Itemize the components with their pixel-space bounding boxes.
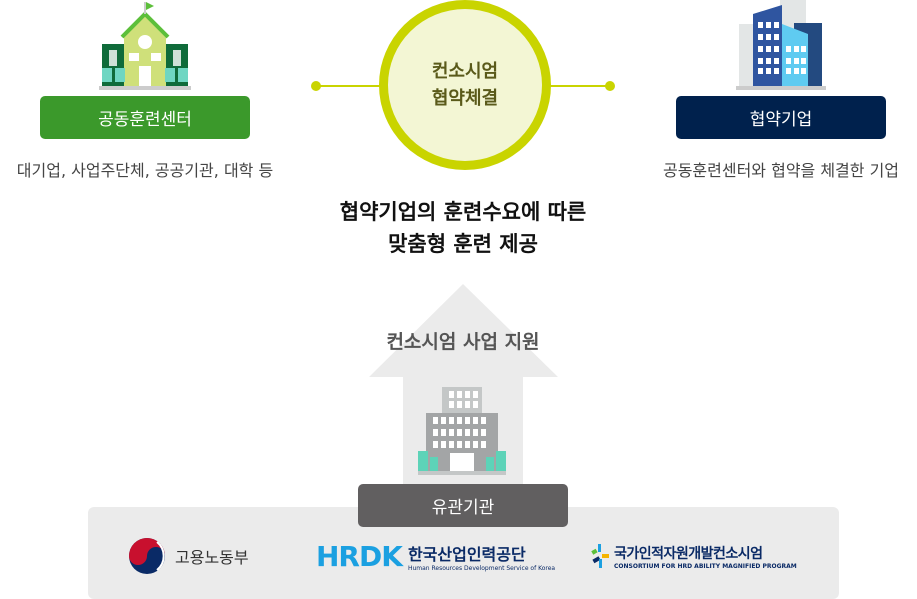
partner-company-icon bbox=[736, 0, 826, 90]
partner-company-description: 공동훈련센터와 협약을 체결한 기업 bbox=[662, 161, 900, 180]
champ-name: 국가인적자원개발컨소시엄 bbox=[614, 545, 763, 562]
agencies-label: 유관기관 bbox=[358, 484, 568, 527]
main-heading: 협약기업의 훈련수요에 따른 맞춤형 훈련 제공 bbox=[263, 196, 663, 260]
circle-line1: 컨소시엄 bbox=[431, 61, 499, 82]
moel-emblem-icon bbox=[129, 538, 165, 574]
champ-logo: 국가인적자원개발컨소시엄 CONSORTIUM FOR HRD ABILITY … bbox=[590, 536, 797, 576]
circle-line2: 협약체결 bbox=[431, 88, 499, 109]
consortium-agreement-circle: 컨소시엄 협약체결 bbox=[379, 0, 551, 170]
agency-building-icon bbox=[418, 387, 506, 475]
champ-symbol-icon bbox=[591, 544, 609, 568]
hrdk-logo: HRDK 한국산업인력공단 Human Resources Developmen… bbox=[316, 536, 555, 576]
training-center-description: 대기업, 사업주단체, 공공기관, 대학 등 bbox=[16, 161, 274, 180]
heading-line2: 맞춤형 훈련 제공 bbox=[388, 232, 538, 256]
partner-company-label: 협약기업 bbox=[676, 96, 886, 139]
hrdk-mark: HRDK bbox=[316, 539, 403, 573]
hrdk-name: 한국산업인력공단 bbox=[407, 544, 526, 564]
connector-dot-left bbox=[311, 81, 321, 91]
hrdk-subtitle: Human Resources Development Service of K… bbox=[407, 564, 556, 572]
support-label: 컨소시엄 사업 지원 bbox=[386, 331, 540, 353]
training-center-icon bbox=[99, 2, 191, 90]
connector-dot-right bbox=[605, 81, 615, 91]
champ-subtitle: CONSORTIUM FOR HRD ABILITY MAGNIFIED PRO… bbox=[614, 562, 797, 570]
moel-logo: 고용노동부 bbox=[127, 536, 249, 576]
moel-name: 고용노동부 bbox=[175, 548, 249, 567]
heading-line1: 협약기업의 훈련수요에 따른 bbox=[339, 200, 587, 224]
training-center-label: 공동훈련센터 bbox=[40, 96, 250, 139]
